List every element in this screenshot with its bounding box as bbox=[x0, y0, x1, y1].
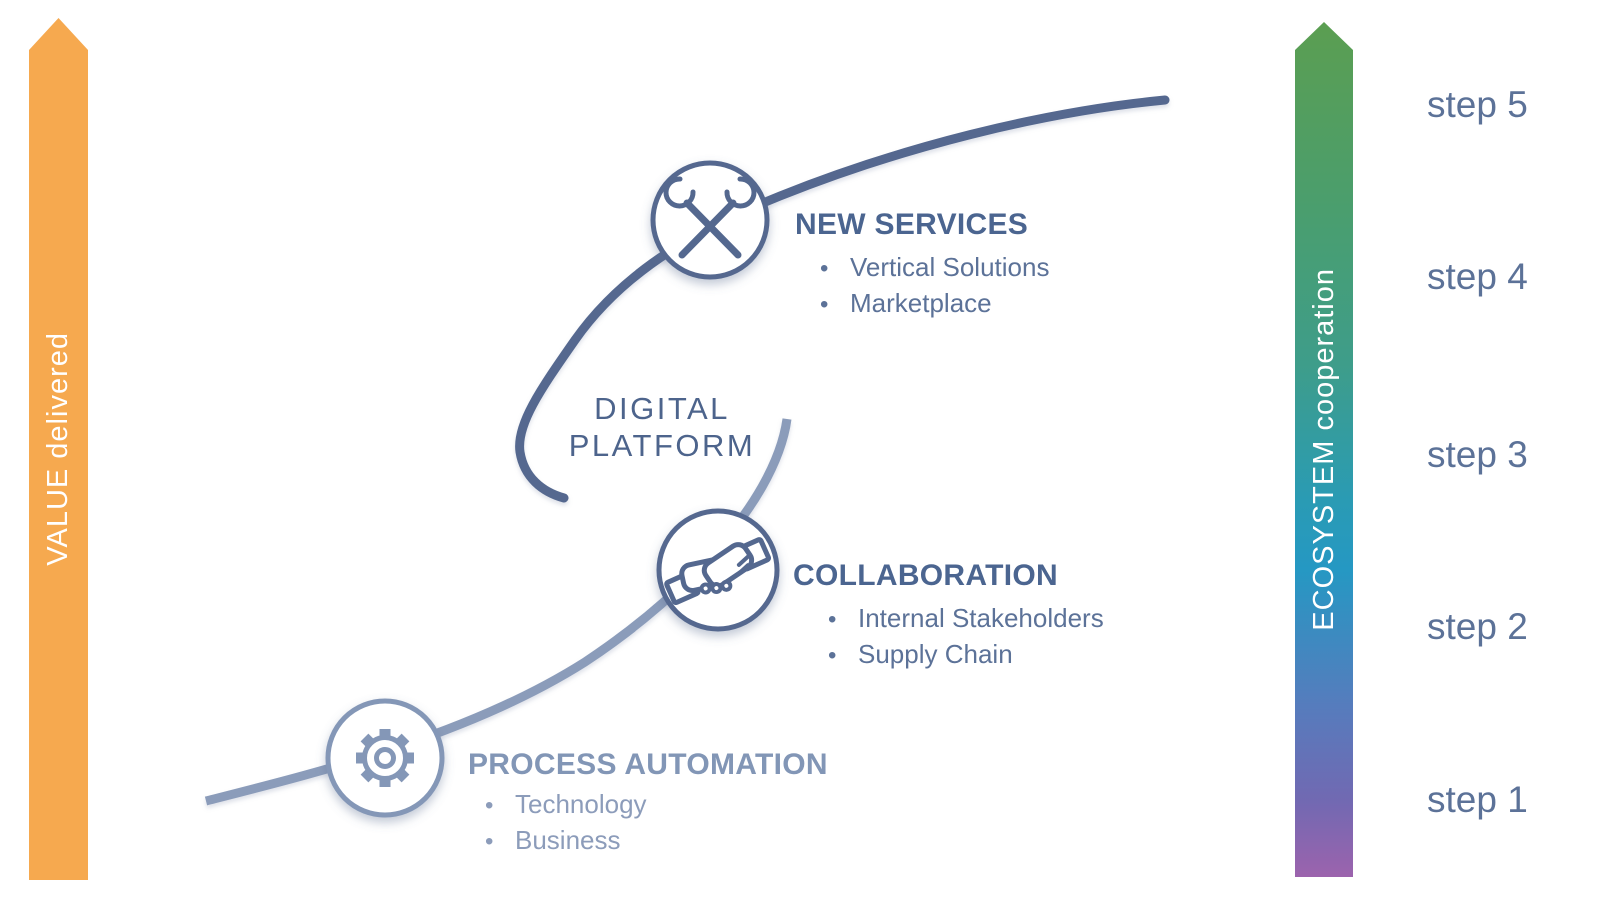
step-4-label: step 4 bbox=[1427, 256, 1528, 297]
digital-platform-line2: PLATFORM bbox=[568, 428, 756, 463]
bullet-dot: • bbox=[828, 642, 837, 669]
value-arrow-label: VALUE delivered bbox=[42, 332, 74, 566]
gear-icon bbox=[356, 729, 414, 787]
list-item: • Technology bbox=[485, 787, 647, 823]
bullet-text: Technology bbox=[515, 789, 647, 819]
list-item: • Supply Chain bbox=[828, 637, 1104, 673]
digital-platform-line1: DIGITAL bbox=[594, 391, 730, 426]
list-item: • Business bbox=[485, 823, 647, 859]
step-2-label: step 2 bbox=[1427, 606, 1528, 647]
bullet-text: Vertical Solutions bbox=[850, 252, 1050, 282]
collaboration-title: COLLABORATION bbox=[793, 559, 1058, 592]
tools-icon bbox=[663, 176, 757, 259]
new-services-bullets: • Vertical Solutions • Marketplace bbox=[820, 250, 1049, 322]
step-1-label: step 1 bbox=[1427, 779, 1528, 820]
ecosystem-arrow: ECOSYSTEM cooperation bbox=[1295, 22, 1353, 877]
list-item: • Internal Stakeholders bbox=[828, 601, 1104, 637]
handshake-icon bbox=[664, 537, 772, 606]
ecosystem-arrow-label: ECOSYSTEM cooperation bbox=[1307, 268, 1340, 631]
bullet-text: Internal Stakeholders bbox=[858, 603, 1104, 633]
digital-platform-label: DIGITAL PLATFORM bbox=[512, 390, 812, 464]
list-item: • Marketplace bbox=[820, 286, 1049, 322]
bullet-dot: • bbox=[820, 291, 829, 318]
new-services-circle bbox=[650, 160, 770, 280]
bullet-dot: • bbox=[828, 606, 837, 633]
process-automation-title: PROCESS AUTOMATION bbox=[468, 748, 828, 781]
step-3-label: step 3 bbox=[1427, 434, 1528, 475]
process-automation-bullets: • Technology • Business bbox=[485, 787, 647, 859]
step-5-label: step 5 bbox=[1427, 84, 1528, 125]
bullet-text: Supply Chain bbox=[858, 639, 1013, 669]
list-item: • Vertical Solutions bbox=[820, 250, 1049, 286]
curve-upper-segment bbox=[515, 95, 1170, 503]
collaboration-bullets: • Internal Stakeholders • Supply Chain bbox=[828, 601, 1104, 673]
new-services-title: NEW SERVICES bbox=[795, 208, 1029, 241]
bullet-text: Marketplace bbox=[850, 288, 992, 318]
bullet-dot: • bbox=[485, 828, 494, 855]
bullet-text: Business bbox=[515, 825, 621, 855]
value-arrow: VALUE delivered bbox=[29, 18, 88, 880]
bullet-dot: • bbox=[820, 255, 829, 282]
bullet-dot: • bbox=[485, 792, 494, 819]
